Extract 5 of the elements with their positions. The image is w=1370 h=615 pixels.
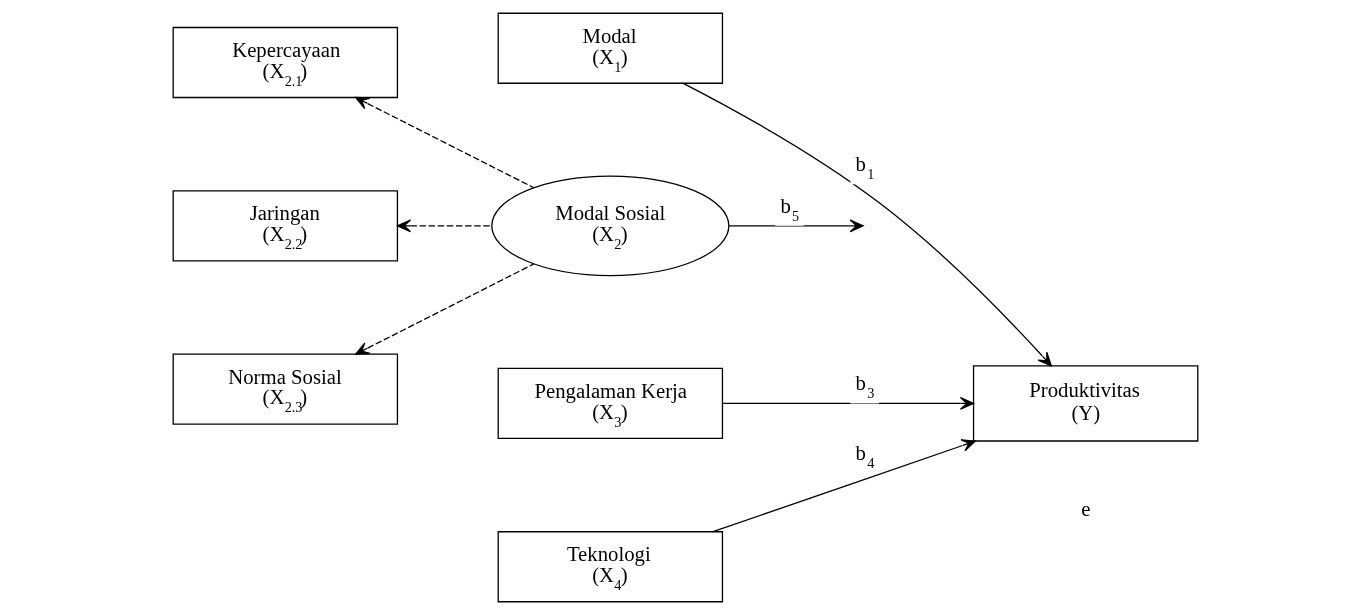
node-label: e: [1080, 497, 1090, 520]
edge-label: b$_{5}$: [779, 194, 799, 224]
edge-label: b$_{1}$: [855, 153, 874, 183]
edge-label: b$_{4}$: [855, 442, 874, 472]
edge-label: b$_{3}$: [855, 372, 874, 402]
